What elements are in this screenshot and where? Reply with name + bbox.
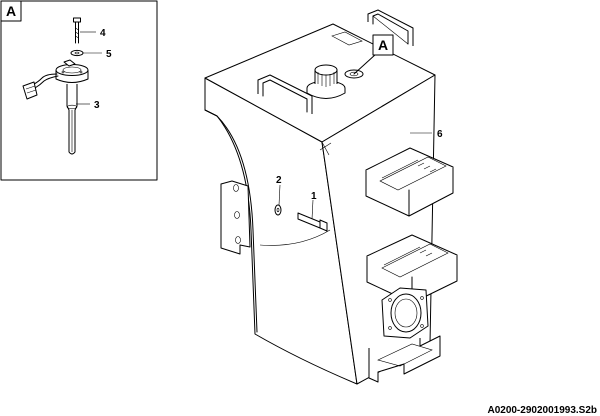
top-handle-front bbox=[257, 74, 313, 114]
detail-label-box bbox=[0, 0, 22, 22]
tank-front-face bbox=[204, 77, 358, 385]
access-flange bbox=[381, 287, 429, 339]
part-1-bolt bbox=[297, 212, 328, 232]
fuel-tank: 2 1 bbox=[204, 9, 458, 385]
leader-1 bbox=[311, 199, 314, 220]
callout-2: 2 bbox=[276, 175, 282, 186]
svg-text:A: A bbox=[378, 37, 388, 53]
top-handle-rear bbox=[367, 9, 414, 46]
bottom-step bbox=[368, 335, 441, 383]
callout-6: 6 bbox=[437, 129, 443, 140]
callout-5: 5 bbox=[106, 49, 112, 60]
mounting-bracket bbox=[220, 180, 251, 255]
reference-code: A0200-2902001993.S2b bbox=[487, 405, 597, 416]
callout-3: 3 bbox=[94, 100, 100, 111]
detail-label: A bbox=[6, 3, 16, 19]
part-2-washer bbox=[274, 204, 282, 216]
lower-step bbox=[366, 234, 458, 304]
part-3-level-sender bbox=[22, 59, 89, 155]
filler-cap bbox=[306, 64, 346, 99]
callout-1: 1 bbox=[311, 191, 317, 202]
detail-marker-a: A bbox=[353, 34, 394, 75]
part-5-washer bbox=[70, 49, 84, 57]
callout-4: 4 bbox=[100, 28, 106, 39]
detail-view-a: A bbox=[0, 0, 158, 181]
leader-2 bbox=[278, 184, 281, 206]
part-4-screw bbox=[73, 17, 81, 44]
upper-step bbox=[365, 147, 454, 217]
